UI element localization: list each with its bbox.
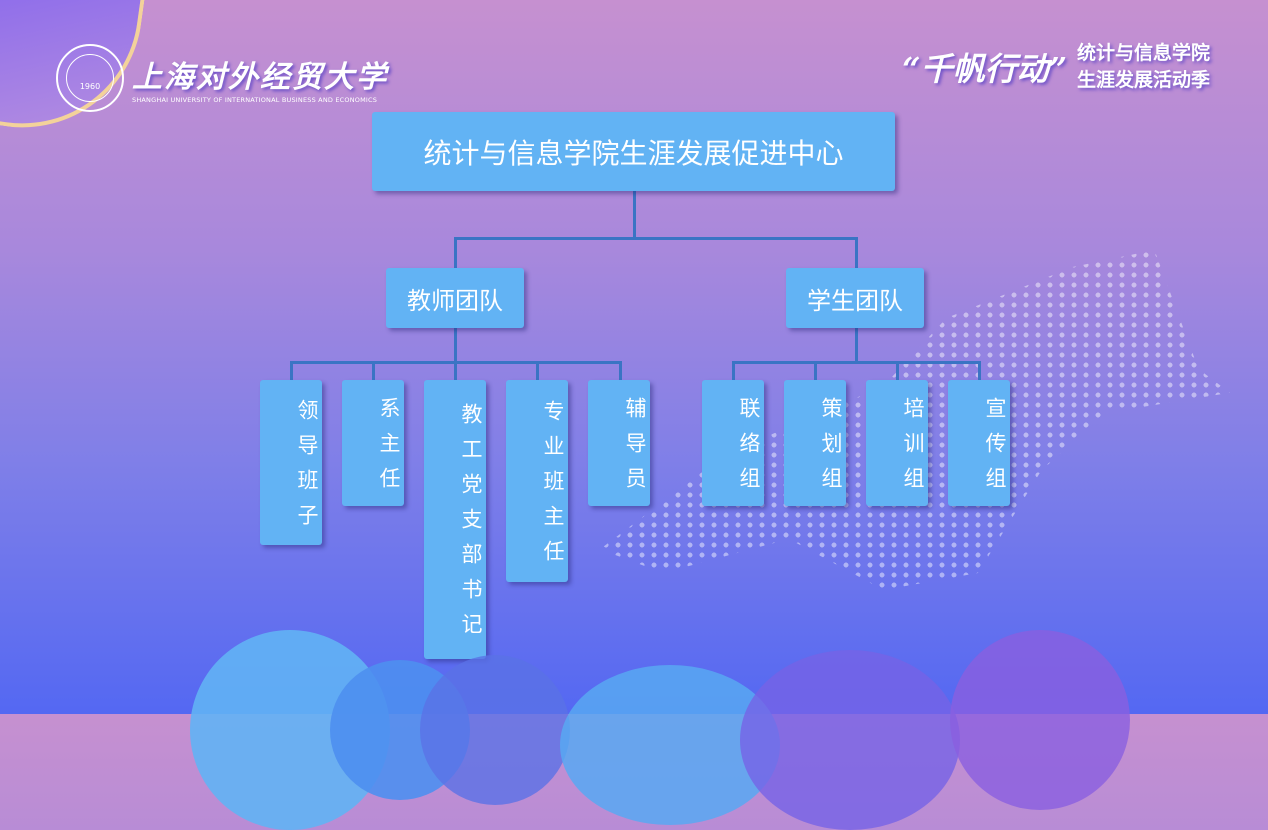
org-leaf-node: 教工党支部书记 xyxy=(424,380,486,659)
event-title: “千帆行动” 统计与信息学院 生涯发展活动季 xyxy=(902,40,1210,94)
connector xyxy=(619,361,622,380)
university-name-en: SHANGHAI UNIVERSITY OF INTERNATIONAL BUS… xyxy=(132,96,378,104)
org-leaf-node: 策划组 xyxy=(784,380,846,506)
org-leaf-node: 联络组 xyxy=(702,380,764,506)
org-leaf-node: 辅导员 xyxy=(588,380,650,506)
university-logo: 1960 上海对外经贸大学 SHANGHAI UNIVERSITY OF INT… xyxy=(56,44,388,112)
connector xyxy=(855,237,858,268)
connector xyxy=(732,361,981,364)
cloud-decoration xyxy=(420,655,570,805)
connector xyxy=(814,361,817,380)
org-root-node: 统计与信息学院生涯发展促进中心 xyxy=(372,112,895,191)
event-line-2: 生涯发展活动季 xyxy=(1076,69,1210,91)
event-line-1: 统计与信息学院 xyxy=(1076,42,1210,64)
university-name-cn: 上海对外经贸大学 xyxy=(132,60,388,95)
event-slogan: “千帆行动” xyxy=(902,50,1067,88)
connector xyxy=(978,361,981,380)
cloud-decoration xyxy=(740,650,960,830)
student-team-node: 学生团队 xyxy=(786,268,924,328)
org-leaf-node: 领导班子 xyxy=(260,380,322,545)
connector xyxy=(732,361,735,380)
seal-year: 1960 xyxy=(66,54,114,102)
connector xyxy=(454,237,858,240)
connector xyxy=(536,361,539,380)
connector xyxy=(633,191,636,239)
connector xyxy=(454,361,457,380)
org-leaf-node: 培训组 xyxy=(866,380,928,506)
connector xyxy=(454,328,457,363)
connector xyxy=(896,361,899,380)
org-leaf-node: 宣传组 xyxy=(948,380,1010,506)
org-leaf-node: 系主任 xyxy=(342,380,404,506)
university-seal-icon: 1960 xyxy=(56,44,124,112)
connector xyxy=(290,361,293,380)
connector xyxy=(855,328,858,363)
connector xyxy=(454,237,457,268)
org-leaf-node: 专业班主任 xyxy=(506,380,568,582)
connector xyxy=(372,361,375,380)
teacher-team-node: 教师团队 xyxy=(386,268,524,328)
cloud-decoration xyxy=(950,630,1130,810)
